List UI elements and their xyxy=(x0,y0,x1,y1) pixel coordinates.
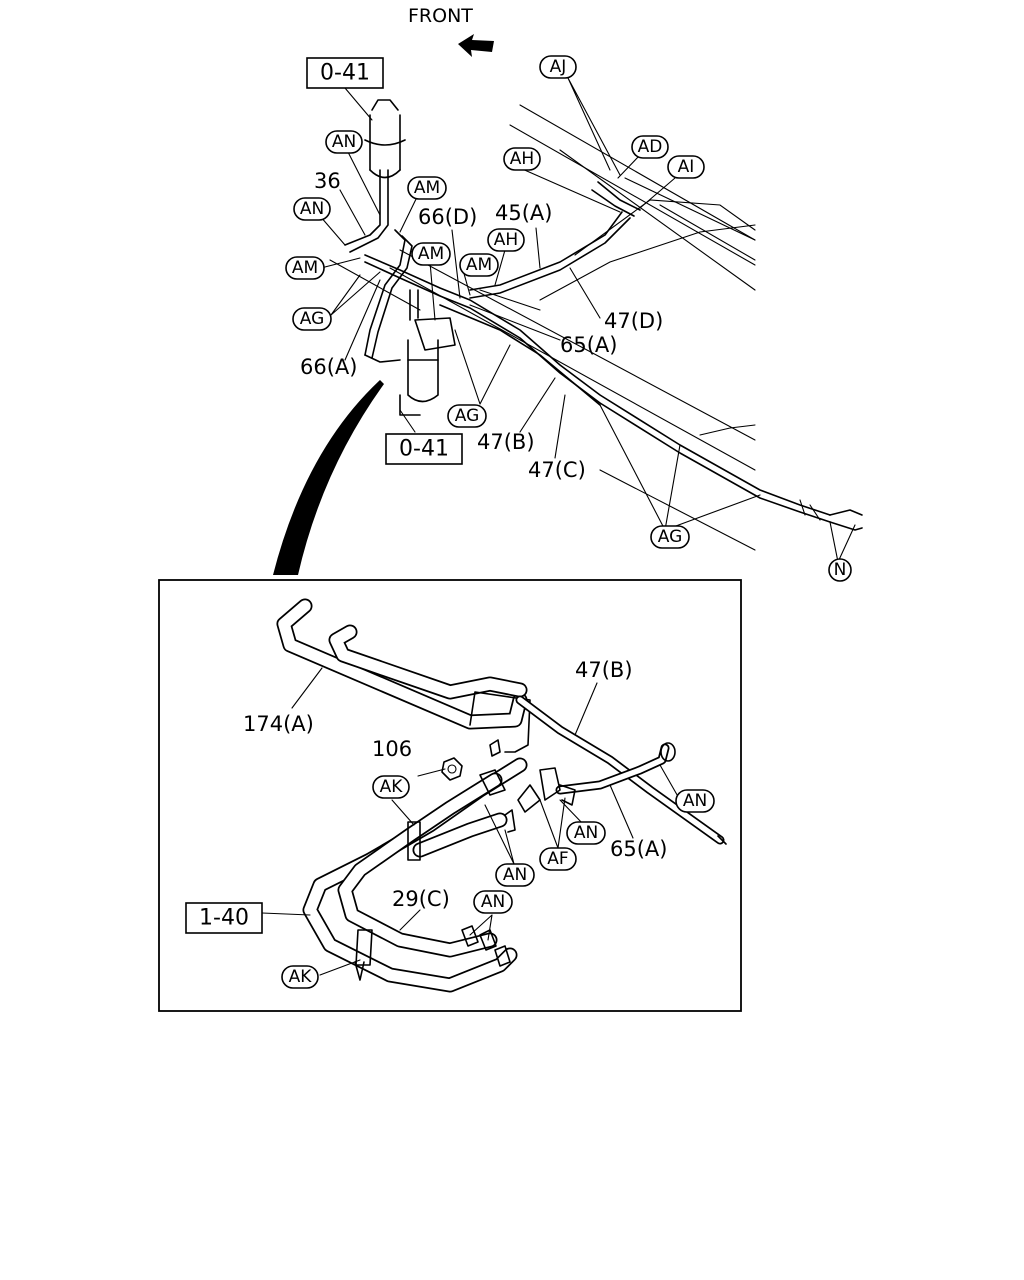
label-47d: 47(D) xyxy=(604,309,663,333)
svg-text:AN: AN xyxy=(481,892,505,912)
bubble-an-2: AN xyxy=(293,197,331,221)
bubble-ah-1: AH xyxy=(503,147,541,171)
label-174a: 174(A) xyxy=(243,712,314,736)
label-66a: 66(A) xyxy=(300,355,357,379)
front-arrow-icon xyxy=(458,34,494,57)
bubble-am-1: AM xyxy=(407,176,447,200)
label-106: 106 xyxy=(372,737,412,761)
label-47b-detail: 47(B) xyxy=(575,658,633,682)
bubble-ag-2: AG xyxy=(447,404,487,428)
detail-leader-lines xyxy=(261,667,681,976)
svg-text:AG: AG xyxy=(455,406,480,426)
bubble-aj: AJ xyxy=(539,55,577,79)
bubble-ad: AD xyxy=(631,135,669,159)
bubble-ag-3: AG xyxy=(650,525,690,549)
bubble-an-3: AN xyxy=(675,789,715,813)
svg-text:AN: AN xyxy=(574,823,598,843)
bubble-an-5: AN xyxy=(495,863,535,887)
svg-text:AJ: AJ xyxy=(550,57,567,77)
svg-text:AN: AN xyxy=(300,199,324,219)
svg-text:AK: AK xyxy=(380,777,404,797)
detail-view-frame xyxy=(158,579,742,1012)
svg-text:AM: AM xyxy=(418,244,444,264)
svg-text:AH: AH xyxy=(494,230,518,250)
top-leader-lines xyxy=(319,77,856,563)
label-47c: 47(C) xyxy=(528,458,586,482)
svg-text:AH: AH xyxy=(510,149,534,169)
bubble-ak-1: AK xyxy=(372,775,410,799)
svg-text:AK: AK xyxy=(289,967,313,987)
svg-text:AM: AM xyxy=(414,178,440,198)
svg-text:AG: AG xyxy=(658,527,683,547)
bubble-af: AF xyxy=(539,847,577,871)
svg-text:AN: AN xyxy=(503,865,527,885)
bubble-ag-1: AG xyxy=(292,307,332,331)
svg-text:0-41: 0-41 xyxy=(399,437,449,462)
label-47b-top: 47(B) xyxy=(477,430,535,454)
ref-box-detail[interactable]: 1-40 xyxy=(185,902,263,934)
top-fuel-lines xyxy=(344,99,863,531)
label-65a-detail: 65(A) xyxy=(610,837,667,861)
label-45a: 45(A) xyxy=(495,201,552,225)
svg-text:N: N xyxy=(834,560,847,580)
chassis-frame xyxy=(329,104,756,551)
front-label: FRONT xyxy=(408,5,473,27)
svg-text:0-41: 0-41 xyxy=(320,61,370,86)
bubble-ai: AI xyxy=(667,155,705,179)
svg-text:AF: AF xyxy=(547,849,568,869)
svg-text:AM: AM xyxy=(292,258,318,278)
bubble-am-4: AM xyxy=(459,253,499,277)
svg-text:AG: AG xyxy=(300,309,325,329)
svg-text:AD: AD xyxy=(638,137,663,157)
bubble-n: N xyxy=(828,558,852,582)
bubble-an-6: AN xyxy=(473,890,513,914)
bubble-ak-2: AK xyxy=(281,965,319,989)
label-65a-top: 65(A) xyxy=(560,333,617,357)
svg-text:AN: AN xyxy=(683,791,707,811)
svg-text:AI: AI xyxy=(678,157,695,177)
ref-box-mid[interactable]: 0-41 xyxy=(385,433,463,465)
svg-text:1-40: 1-40 xyxy=(199,906,249,931)
detail-callout-wedge xyxy=(273,380,384,575)
svg-text:AN: AN xyxy=(332,132,356,152)
bubble-an-1: AN xyxy=(325,130,363,154)
bubble-an-4: AN xyxy=(566,821,606,845)
label-66d: 66(D) xyxy=(418,205,477,229)
svg-text:AM: AM xyxy=(466,255,492,275)
label-29c: 29(C) xyxy=(392,887,450,911)
bubble-ah-2: AH xyxy=(487,228,525,252)
ref-box-top[interactable]: 0-41 xyxy=(306,57,384,89)
bubble-am-3: AM xyxy=(411,242,451,266)
bubble-am-2: AM xyxy=(285,256,325,280)
detail-tubes xyxy=(276,598,727,993)
label-36: 36 xyxy=(314,169,341,193)
